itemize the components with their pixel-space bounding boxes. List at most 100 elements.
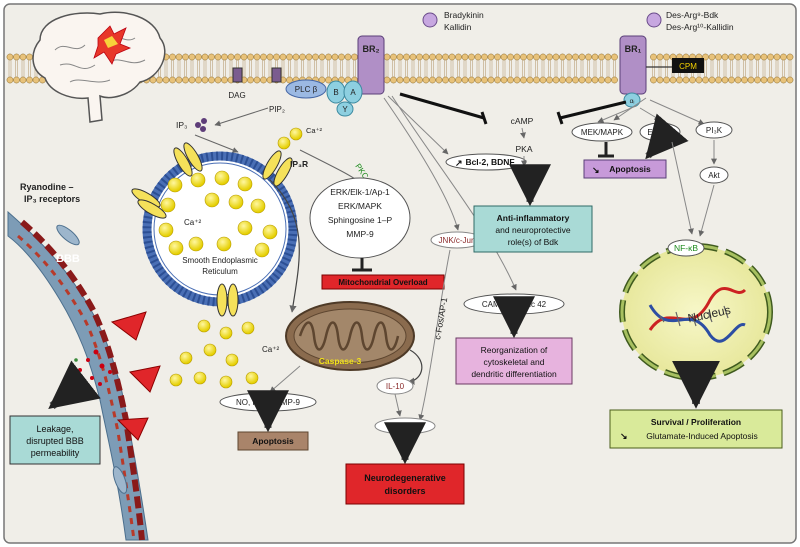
pka-label: PKA bbox=[515, 144, 532, 154]
erk-list-item: Sphingosine 1–P bbox=[328, 215, 393, 225]
mito-overload-label: Mitochondrial Overload bbox=[338, 278, 427, 287]
neuro-label-2: disorders bbox=[384, 486, 425, 496]
brain-illustration bbox=[32, 11, 166, 123]
anti-inflammatory-box bbox=[473, 205, 593, 253]
ip3-label: IP₃ bbox=[176, 120, 188, 130]
apoptosis-left-label: Apoptosis bbox=[252, 436, 294, 446]
ca-inside-label: Ca⁺² bbox=[184, 218, 201, 227]
ser-label-2: Reticulum bbox=[202, 267, 238, 276]
no-ros-label: NO, ROS, MMP-9 bbox=[236, 398, 301, 407]
mek-label: MEK/MAPK bbox=[581, 128, 624, 137]
pip2-channel bbox=[271, 67, 282, 83]
ca-top-label: Ca⁺² bbox=[306, 126, 323, 135]
g-beta-label: B bbox=[333, 88, 338, 97]
calcium-ion bbox=[254, 242, 270, 258]
apoptosis-right-box bbox=[583, 159, 667, 179]
calcium-ion bbox=[160, 197, 176, 213]
pip2-label: PIP₂ bbox=[269, 105, 285, 114]
pi3k-ellipse bbox=[695, 121, 733, 139]
nfkb-label: NF-κB bbox=[674, 243, 698, 253]
dag-channel bbox=[232, 67, 243, 83]
br2-ligand-1: Bradykinin bbox=[444, 10, 484, 20]
anti-label-3: role(s) of Bdk bbox=[508, 237, 559, 247]
erk-list-item: ERK/MAPK bbox=[338, 201, 382, 211]
ryanodine-channel-top bbox=[173, 142, 203, 177]
calcium-ion bbox=[237, 220, 253, 236]
g-alpha-label: A bbox=[350, 88, 356, 97]
cpm-label: CPM bbox=[679, 62, 697, 71]
des-arg-ligand-icon bbox=[646, 12, 662, 28]
ho1-label: HO-1/CO bbox=[388, 422, 421, 431]
camk-label: CAMK II + Cdc 42 bbox=[482, 300, 547, 309]
leak-arrow bbox=[48, 360, 101, 410]
ryanodine-label-1: Ryanodine – bbox=[20, 182, 74, 192]
g-gamma-label: Y bbox=[342, 105, 348, 114]
ca-bottom-label: Ca⁺² bbox=[262, 345, 279, 354]
survival-label-1: Survival / Proliferation bbox=[651, 417, 741, 427]
br1-ligand-2: Des-Arg¹⁰-Kallidin bbox=[666, 22, 734, 32]
reorg-label-2: cytoskeletal and bbox=[484, 357, 545, 367]
il10-label: IL-10 bbox=[386, 382, 405, 391]
leakage-label-2: disrupted BBB bbox=[26, 436, 84, 446]
calcium-ion bbox=[167, 177, 183, 193]
erk-list-item: ERK/Elk-1/Ap-1 bbox=[330, 187, 390, 197]
calcium-ion bbox=[168, 240, 184, 256]
br1-receptor: BR₁ bbox=[619, 35, 647, 95]
erk-list-item: MMP-9 bbox=[346, 229, 374, 239]
calcium-ion bbox=[237, 176, 253, 192]
akt-ellipse bbox=[699, 166, 729, 184]
reorganization-box bbox=[455, 337, 573, 385]
ryanodine-channel-left bbox=[131, 188, 167, 219]
reorg-label-3: dendritic differentiation bbox=[471, 369, 557, 379]
plcb-label: PLC β bbox=[295, 85, 318, 94]
cpm-box bbox=[672, 58, 704, 73]
reorg-label-1: Reorganization of bbox=[481, 345, 548, 355]
apoptosis-left-box bbox=[237, 431, 309, 451]
ser-label-1: Smooth Endoplasmic bbox=[182, 256, 258, 265]
calcium-ion bbox=[214, 170, 230, 186]
erk-pathway-ellipse bbox=[309, 177, 411, 259]
mitochondrion bbox=[285, 301, 415, 371]
br2-receptor: BR₂ bbox=[357, 35, 385, 95]
er-calcium-cluster bbox=[158, 170, 278, 258]
erk12-label: ERK ½ bbox=[647, 128, 673, 137]
calcium-ion bbox=[250, 198, 266, 214]
pi3k-label: PI₃K bbox=[706, 126, 723, 135]
leakage-box bbox=[9, 415, 101, 465]
creb-label: CREB bbox=[516, 170, 540, 180]
dag-label: DAG bbox=[228, 91, 245, 100]
survival-down-arrow-icon: ↘ bbox=[620, 431, 628, 441]
calcium-ion bbox=[158, 222, 174, 238]
plcb-protein bbox=[285, 79, 327, 99]
g-alpha-i-label: αᵢ bbox=[630, 98, 635, 105]
br1-label: BR₁ bbox=[625, 44, 642, 54]
nfkb-ellipse bbox=[667, 239, 705, 257]
ryanodine-label-2: IP₃ receptors bbox=[24, 194, 80, 204]
calcium-ion bbox=[228, 194, 244, 210]
g-gamma-subunit bbox=[336, 101, 354, 117]
bbb-vessel bbox=[7, 210, 161, 541]
leakage-label-3: permeability bbox=[31, 448, 80, 458]
neurodegenerative-box bbox=[345, 463, 465, 505]
anti-label-2: and neuroprotective bbox=[495, 225, 570, 235]
calcium-ion bbox=[262, 224, 278, 240]
apoptosis-down-arrow-icon: ↘ bbox=[592, 165, 600, 175]
br2-label: BR₂ bbox=[363, 44, 380, 54]
dna-helix-icon bbox=[648, 287, 747, 343]
caspase-label: Caspase-3 bbox=[319, 356, 362, 366]
leakage-label-1: Leakage, bbox=[36, 424, 73, 434]
jnk-label: JNK/c-Jun bbox=[439, 236, 476, 245]
survival-box bbox=[609, 409, 783, 449]
ip3r-channel bbox=[262, 150, 293, 187]
calcium-ion bbox=[188, 236, 204, 252]
apoptosis-right-label: Apoptosis bbox=[609, 164, 651, 174]
survival-label-2: Glutamate-Induced Apoptosis bbox=[646, 431, 758, 441]
anti-label-1: Anti-inflammatory bbox=[497, 213, 570, 223]
calcium-ion bbox=[204, 192, 220, 208]
mek-ellipse bbox=[571, 122, 633, 142]
g-alpha-subunit bbox=[343, 80, 363, 104]
bcl2-label: Bcl-2, BDNF bbox=[465, 157, 514, 167]
bcl2-up-arrow-icon: ↗ bbox=[455, 158, 463, 168]
